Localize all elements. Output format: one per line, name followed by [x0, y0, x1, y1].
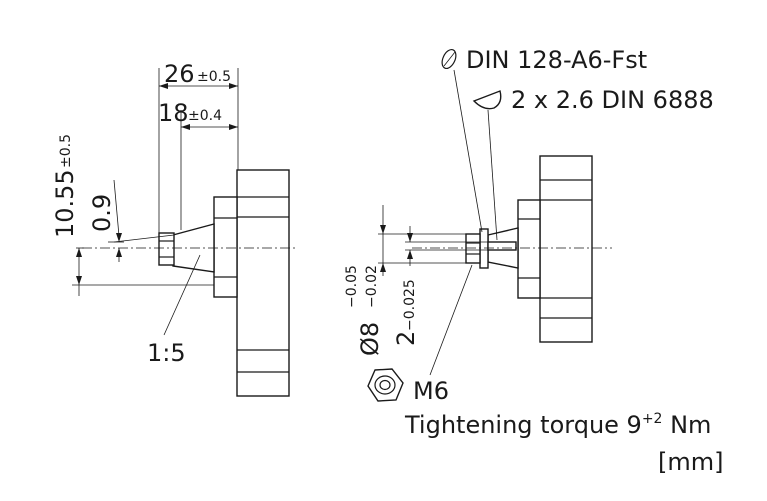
dim-10-55-value: 10.55	[51, 169, 79, 238]
nut-label: M6	[413, 377, 449, 405]
dim-26-value: 26	[164, 60, 195, 88]
dim-key-2-value: 2	[392, 331, 420, 346]
left-hub-body	[213, 169, 290, 397]
hex-nut-icon	[367, 368, 404, 402]
taper-label: 1:5	[147, 339, 186, 367]
left-view: 26 ±0.5 18 ±0.4 10.55 ±0.5	[51, 60, 295, 397]
nut-callout: M6	[367, 264, 473, 405]
right-view: Ø8 −0.05 −0.02 2 −0.025 DIN 128-A6-Fst 2…	[344, 46, 723, 476]
key-label: 2 x 2.6 DIN 6888	[511, 86, 714, 114]
tightening-torque-note: Tightening torque 9+2 Nm	[404, 411, 711, 439]
dim-key-2: 2 −0.025	[392, 226, 488, 346]
dim-dia-8-value: Ø8	[356, 322, 384, 356]
dim-0-9-value: 0.9	[88, 194, 116, 232]
dim-dia-8-tol-lower: −0.02	[364, 265, 380, 308]
dim-key-2-tolerance: −0.025	[402, 279, 418, 331]
woodruff-key-icon	[472, 90, 502, 110]
dim-18: 18 ±0.4	[158, 99, 238, 230]
dim-10-55-tolerance: ±0.5	[58, 134, 74, 168]
spring-washer-icon	[441, 48, 457, 70]
dim-10-55: 10.55 ±0.5	[51, 134, 214, 296]
washer-callout: DIN 128-A6-Fst	[441, 46, 647, 233]
key-callout: 2 x 2.6 DIN 6888	[472, 86, 714, 241]
taper-callout: 1:5	[147, 254, 201, 367]
right-hub-body	[517, 155, 593, 343]
dim-0-9: 0.9	[88, 179, 124, 262]
dim-18-tolerance: ±0.4	[188, 108, 222, 124]
dim-dia-8-tol-upper: −0.05	[344, 265, 360, 308]
dim-26: 26 ±0.5	[158, 60, 239, 233]
dim-26-tolerance: ±0.5	[197, 69, 231, 85]
units-label: [mm]	[658, 448, 723, 476]
dim-18-value: 18	[158, 99, 189, 127]
dim-dia-8: Ø8 −0.05 −0.02	[344, 205, 466, 356]
washer-label: DIN 128-A6-Fst	[466, 46, 647, 74]
